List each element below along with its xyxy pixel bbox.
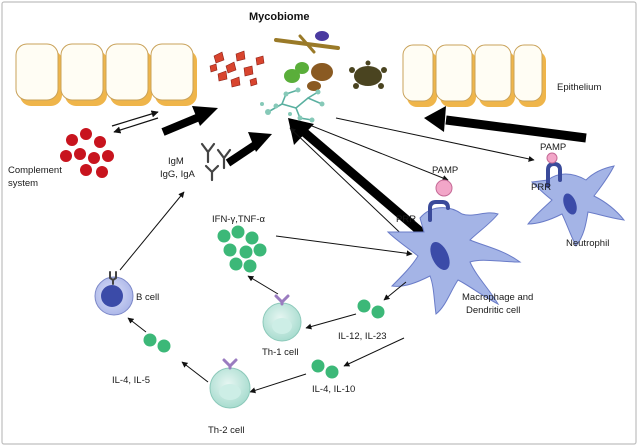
th2-label: Th-2 cell [208,425,244,436]
arrow-bcell-to-antibodies [119,191,185,271]
complement-cluster [60,128,114,178]
ig-label-line1: IgM [168,156,184,167]
arrow-il4-il10-to-th2 [249,373,307,394]
macrophage-label-line1: Macrophage and [462,292,533,303]
prr-macrophage-label: PRR [396,214,416,225]
complement-label-line2: system [8,178,38,189]
arrow-mycobiome-to-neutrophil [335,117,535,162]
thick-arrows [161,106,587,242]
neutrophil-label: Neutrophil [566,238,609,249]
arrow-mycobiome-to-macrophage [311,125,449,181]
il4-il5-cytokines [143,333,171,353]
arrow-ifn-to-macrophage [275,235,413,257]
arrow-th1-to-ifn [247,275,279,295]
neutrophil-cell [526,152,626,247]
macrophage-label-line2: Dendritic cell [466,305,520,316]
antibody-icons [200,142,232,182]
epithelium-label: Epithelium [557,82,601,93]
arrow-epithelium-to-complement [113,117,159,134]
th2-cell [209,358,251,409]
il4-il10-label: IL-4, IL-10 [312,384,355,395]
pamp-neutrophil-label: PAMP [540,142,566,153]
complement-label-line1: Complement [8,165,62,176]
arrow-il12-to-th1 [305,313,357,330]
arrow-complement-to-epithelium [111,110,159,127]
pamp-macrophage-label: PAMP [432,165,458,176]
il4-il5-label: IL-4, IL-5 [112,375,150,386]
prr-neutrophil-label: PRR [531,182,551,193]
il4-il10-cytokines [311,359,339,379]
ig-label-line2: IgG, IgA [160,169,196,180]
ifn-cytokine-cluster [217,225,267,273]
mycobiome-title: Mycobiome [249,11,310,23]
b-cell [94,271,134,316]
arrow-macrophage-to-il4-il10 [343,337,405,367]
il12-cytokines [357,299,385,319]
bcell-label: B cell [136,292,159,303]
macrophage-dendritic-cell [386,179,522,315]
th1-cell [262,294,302,342]
th1-label: Th-1 cell [262,347,298,358]
il12-label: IL-12, IL-23 [338,331,387,342]
ifn-label: IFN-γ,TNF-α [212,214,265,225]
arrow-il4-il5-to-bcell [127,317,147,333]
epithelium-right [402,44,546,107]
arrow-macrophage-to-il12 [383,281,407,301]
arrow-macrophage-to-mycobiome [289,127,415,247]
arrow-th2-to-il4-il5 [181,361,209,383]
mycobiome-organisms [209,31,387,123]
epithelium-left [15,43,197,106]
